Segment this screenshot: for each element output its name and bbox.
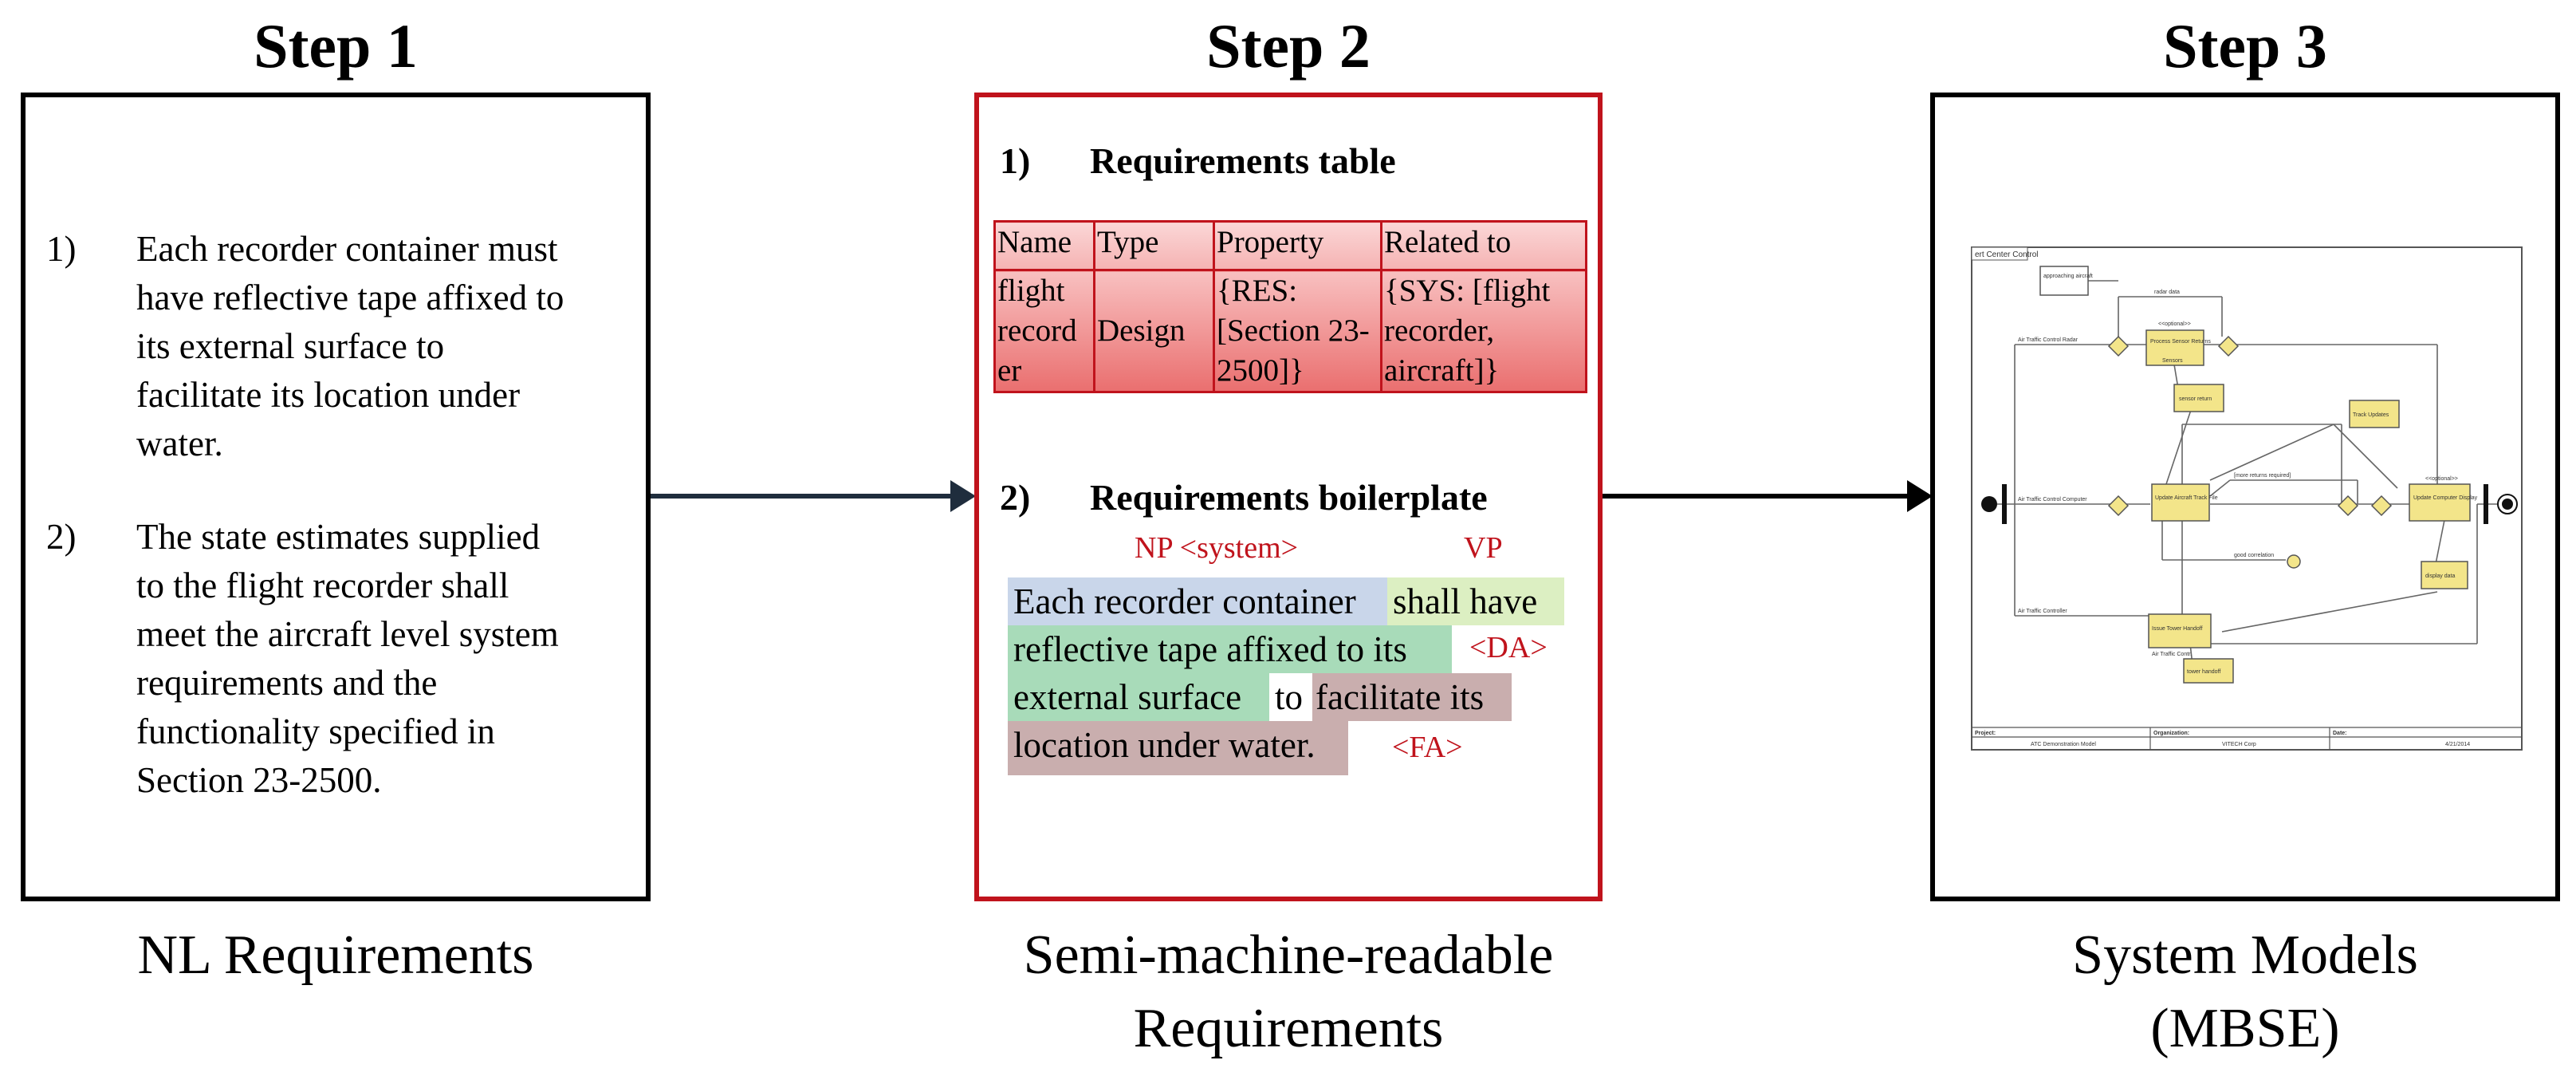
requirement-2-text: The state estimates supplied to the flig… <box>136 517 559 800</box>
step-1-caption: NL Requirements <box>137 924 534 986</box>
svg-text:<<optional>>: <<optional>> <box>2425 476 2458 482</box>
da-label: <DA> <box>1469 631 1548 664</box>
arrow-head-2 <box>1907 480 1933 512</box>
boilerplate-np: Each recorder container <box>1008 577 1387 625</box>
requirements-table-heading: 1)Requirements table <box>1000 140 1396 181</box>
svg-text:ATC Demonstration Model: ATC Demonstration Model <box>2031 742 2096 747</box>
svg-text:Process Sensor Returns: Process Sensor Returns <box>2150 339 2211 345</box>
boilerplate-da-line2: external surface <box>1008 673 1269 721</box>
header-property: Property <box>1213 220 1382 271</box>
svg-text:[more returns required]: [more returns required] <box>2234 473 2291 479</box>
step-2-title: Step 2 <box>1206 11 1371 81</box>
cell-type: Design <box>1093 269 1215 393</box>
header-type: Type <box>1093 220 1215 271</box>
step-2-caption: Semi-machine-readable Requirements <box>1023 924 1554 1059</box>
svg-text:Air Traffic Control Computer: Air Traffic Control Computer <box>2018 497 2087 503</box>
svg-text:<<optional>>: <<optional>> <box>2158 321 2191 327</box>
svg-text:Date:: Date: <box>2333 731 2347 736</box>
header-related: Related to <box>1380 220 1587 271</box>
svg-text:Air Traffic Control Radar: Air Traffic Control Radar <box>2018 337 2078 343</box>
svg-text:Update Aircraft Track File: Update Aircraft Track File <box>2155 495 2218 501</box>
boilerplate-fa-line1: facilitate its <box>1312 673 1512 721</box>
requirement-1-text: Each recorder container must have reflec… <box>136 229 564 463</box>
activity-diagram: ert Center Control <box>1971 246 2523 751</box>
svg-text:ert Center Control: ert Center Control <box>1975 250 2038 259</box>
svg-text:Issue Tower Handoff: Issue Tower Handoff <box>2152 626 2203 632</box>
cell-related: {SYS: [flight recorder, aircraft]} <box>1380 269 1587 393</box>
svg-text:Organization:: Organization: <box>2153 731 2189 736</box>
svg-text:4/21/2014: 4/21/2014 <box>2445 742 2470 747</box>
svg-text:Update Computer Display: Update Computer Display <box>2413 495 2478 501</box>
header-name: Name <box>993 220 1095 271</box>
svg-text:Sensors: Sensors <box>2162 358 2183 364</box>
svg-text:display data: display data <box>2425 573 2455 579</box>
cell-name: flight record er <box>993 269 1095 393</box>
svg-text:good correlation: good correlation <box>2234 553 2274 558</box>
arrow-step2-to-step3 <box>1603 494 1912 499</box>
system-models-panel: ert Center Control <box>1930 93 2560 901</box>
boilerplate-fa-line2: location under water. <box>1008 721 1348 775</box>
boilerplate-to: to <box>1275 677 1304 717</box>
table-header-row: Name Type Property Related to <box>993 220 1587 271</box>
svg-text:tower handoff: tower handoff <box>2187 669 2220 675</box>
arrow-step1-to-step2 <box>651 494 955 499</box>
step-3-caption: System Models (MBSE) <box>2072 924 2418 1059</box>
arrow-head-1 <box>950 480 976 512</box>
step-3-title: Step 3 <box>2163 11 2327 81</box>
np-label: NP <system> <box>1135 531 1299 565</box>
requirements-boilerplate-heading: 2)Requirements boilerplate <box>1000 477 1488 518</box>
requirement-1-number: 1) <box>46 229 77 269</box>
semi-machine-readable-panel: 1)Requirements table Name Type Property … <box>974 93 1603 901</box>
vp-label: VP <box>1464 531 1503 565</box>
fa-label: <FA> <box>1392 731 1463 764</box>
svg-text:Track Updates: Track Updates <box>2353 412 2389 418</box>
svg-text:radar data: radar data <box>2154 290 2180 295</box>
boilerplate-da-line1: reflective tape affixed to its <box>1008 625 1452 673</box>
requirements-table: Name Type Property Related to flight rec… <box>993 220 1587 393</box>
svg-text:Air Traffic Controller: Air Traffic Controller <box>2018 609 2067 614</box>
step-1-title: Step 1 <box>254 11 418 81</box>
nl-requirements-panel: 1) Each recorder container must have ref… <box>21 93 651 901</box>
svg-text:approaching aircraft: approaching aircraft <box>2043 274 2093 279</box>
table-row: flight record er Design {RES: [Section 2… <box>993 269 1587 393</box>
svg-text:sensor return: sensor return <box>2179 396 2212 402</box>
svg-text:Air Traffic Contr.: Air Traffic Contr. <box>2152 652 2192 657</box>
svg-text:VITECH Corp: VITECH Corp <box>2222 742 2256 747</box>
requirement-2-number: 2) <box>46 517 77 557</box>
cell-property: {RES: [Section 23- 2500]} <box>1213 269 1382 393</box>
svg-text:Project:: Project: <box>1975 731 1996 736</box>
boilerplate-vp: shall have <box>1387 577 1564 625</box>
